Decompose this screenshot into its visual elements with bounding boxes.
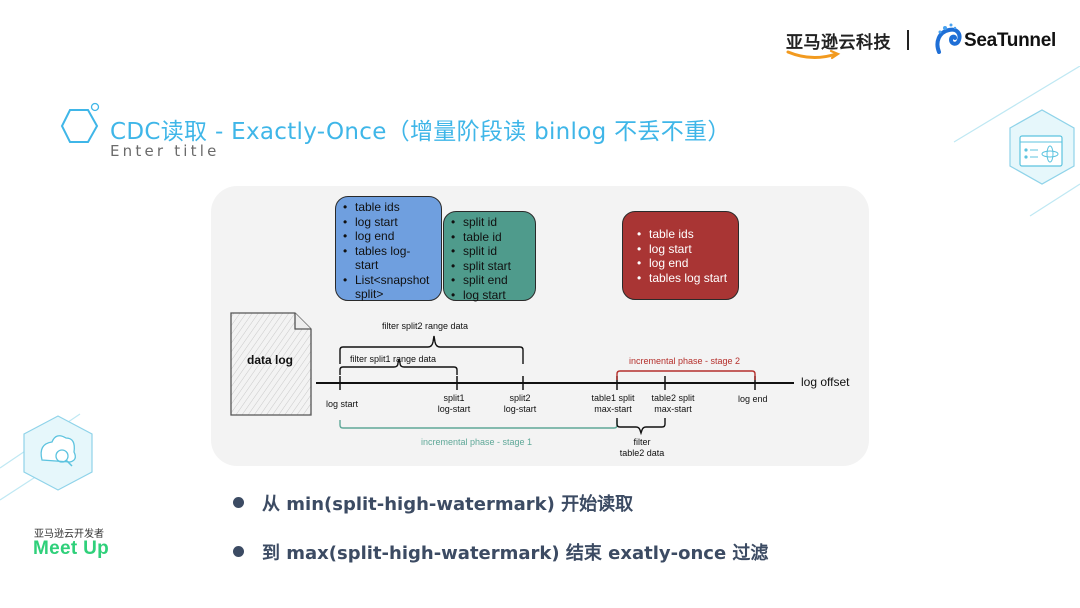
tick-label-split1: split1 log-start	[433, 393, 475, 414]
slide-subtitle: Enter title	[110, 142, 220, 160]
hexagon-icon	[60, 102, 100, 143]
tick-label-table1: table1 split max-start	[587, 393, 639, 414]
split1-range-brace	[339, 358, 458, 375]
stage1-bracket	[339, 420, 618, 429]
teal-card-item: table id	[451, 230, 529, 245]
red-card-item: log end	[637, 256, 732, 271]
red-card-list: table ids log start log end tables log s…	[636, 227, 732, 285]
stage2-label: incremental phase - stage 2	[629, 356, 741, 366]
stage2-bracket	[616, 370, 756, 380]
blue-card-item: table ids	[343, 200, 435, 215]
teal-card-list: split id table id split id split start s…	[450, 215, 529, 302]
log-timeline	[316, 335, 794, 436]
left-decoration	[0, 413, 93, 501]
filter-split2-label: filter split2 range data	[382, 321, 469, 331]
table2-filter-brace	[616, 418, 666, 436]
right-decoration	[953, 66, 1080, 217]
filter-table2-line1: filter	[633, 437, 651, 447]
slide-title: CDC读取 - Exactly-Once（增量阶段读 binlog 不丢不重）	[110, 119, 731, 145]
bullet-dot	[233, 497, 244, 508]
teal-card-item: split id	[451, 244, 529, 259]
red-info-card: table ids log start log end tables log s…	[622, 211, 739, 300]
document-icon	[230, 312, 312, 416]
split2-name: split2	[509, 393, 531, 403]
split1-sub: log-start	[437, 403, 471, 414]
bullet-text-2: 到 max(split-high-watermark) 结束 exatly-on…	[262, 543, 769, 564]
cloud-icon	[40, 435, 76, 463]
filter-table2-label: filter table2 data	[614, 437, 670, 458]
blue-card-list: table ids log start log end tables log- …	[342, 200, 435, 302]
logo-divider	[907, 30, 909, 50]
stage1-label: incremental phase - stage 1	[421, 437, 533, 447]
split2-range-brace	[339, 335, 524, 364]
red-card-item: tables log start	[637, 271, 732, 286]
amazon-logo-text: 亚马逊云科技	[786, 33, 891, 53]
bullet-dot	[233, 546, 244, 557]
table2-sub: max-start	[654, 403, 692, 414]
amazon-logo: 亚马逊云科技	[786, 28, 891, 53]
filter-table2-line2: table2 data	[619, 447, 665, 458]
table2-name: table2 split	[651, 393, 695, 403]
meetup-logo: Meet Up	[33, 538, 109, 559]
blue-card-item: tables log- start	[343, 244, 435, 273]
red-card-item: log start	[637, 242, 732, 257]
split1-name: split1	[443, 393, 465, 403]
meetup-cn-label: 亚马逊云开发者	[34, 529, 104, 540]
filter-split1-label: filter split1 range data	[350, 354, 437, 364]
teal-card-item: split start	[451, 259, 529, 274]
teal-card-item: log start	[451, 288, 529, 303]
blue-info-card: table ids log start log end tables log- …	[335, 196, 442, 301]
log-offset-label: log offset	[801, 375, 850, 389]
red-card-item: table ids	[637, 227, 732, 242]
teal-info-card: split id table id split id split start s…	[443, 211, 536, 302]
split2-sub: log-start	[503, 403, 537, 414]
data-log-label: data log	[247, 353, 294, 367]
tick-label-split2: split2 log-start	[499, 393, 541, 414]
tick-label-log-end: log end	[738, 394, 768, 404]
blue-card-item: log end	[343, 229, 435, 244]
atom-icon	[1041, 150, 1059, 158]
magnifier-icon	[55, 449, 69, 463]
teal-card-item: split end	[451, 273, 529, 288]
diagram-panel	[211, 186, 869, 466]
table1-name: table1 split	[591, 393, 635, 403]
blue-card-item: log start	[343, 215, 435, 230]
tick-label-log-start: log start	[326, 399, 359, 409]
table1-sub: max-start	[594, 403, 632, 414]
tick-label-table2: table2 split max-start	[646, 393, 700, 414]
blue-card-item: List<snapshot split>	[343, 273, 435, 302]
seatunnel-logo-text: SeaTunnel	[964, 30, 1056, 51]
seatunnel-icon	[935, 23, 962, 54]
teal-card-item: split id	[451, 215, 529, 230]
browser-window-icon	[1019, 135, 1063, 167]
amazon-smile-icon	[786, 49, 841, 60]
seatunnel-logo: SeaTunnel	[964, 30, 1056, 52]
bullet-text-1: 从 min(split-high-watermark) 开始读取	[262, 494, 634, 515]
